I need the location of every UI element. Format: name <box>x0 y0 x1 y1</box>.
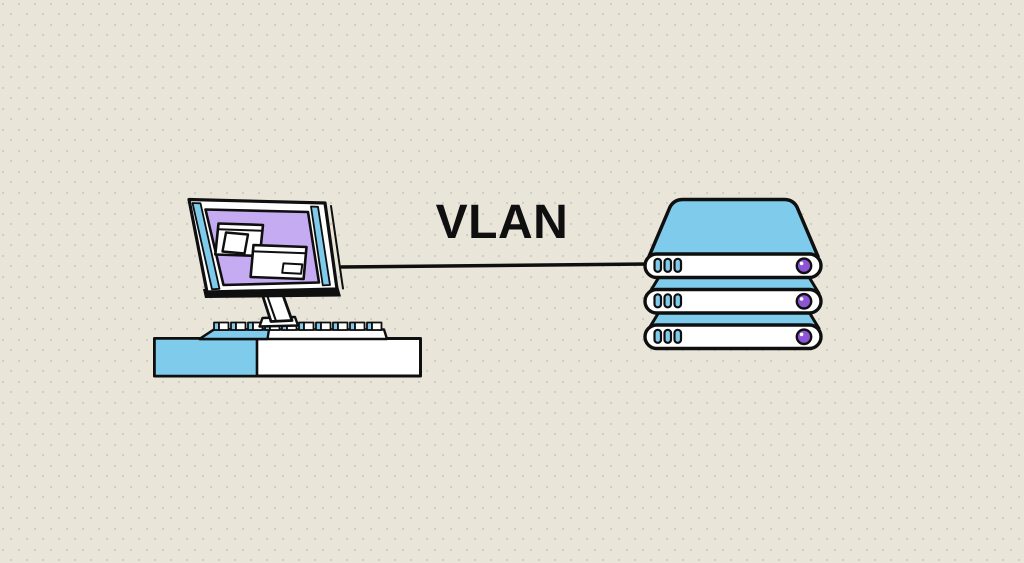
server-unit <box>643 287 823 315</box>
drive-slot <box>653 328 663 344</box>
drive-slot <box>653 257 663 273</box>
status-led <box>795 328 813 346</box>
app-window-2-panel <box>281 262 304 275</box>
status-led-highlight <box>799 297 804 301</box>
drive-slot <box>673 328 683 344</box>
app-window-2-titlebar <box>251 250 307 255</box>
keyboard-key <box>230 321 247 331</box>
server-stack-illustration <box>643 197 823 351</box>
connection-line <box>339 262 653 269</box>
server-unit <box>643 323 823 351</box>
drive-slot <box>663 328 673 344</box>
drive-slot <box>663 293 673 309</box>
keyboard-keys <box>213 321 383 331</box>
drive-slot <box>663 257 673 273</box>
server-unit <box>643 252 823 280</box>
app-window-1 <box>214 222 265 258</box>
monitor-side-edge <box>330 205 344 290</box>
status-led-highlight <box>799 261 804 266</box>
drive-slot <box>673 293 683 309</box>
app-window-1-panel <box>221 231 250 255</box>
status-led-highlight <box>799 332 804 337</box>
keyboard-key <box>213 321 230 331</box>
app-window-2 <box>249 243 308 281</box>
keyboard-body-accent <box>198 328 271 341</box>
server-top <box>647 197 820 259</box>
vlan-label: VLAN <box>436 196 569 249</box>
keyboard-key <box>298 321 315 331</box>
keyboard-key <box>315 321 332 331</box>
keyboard-key <box>366 321 383 331</box>
app-window-1-titlebar <box>217 228 264 232</box>
monitor-frame-accent-right <box>310 205 331 287</box>
drive-slot <box>653 293 663 309</box>
status-led <box>795 257 813 275</box>
monitor-frame-accent-left <box>191 202 221 291</box>
keyboard-key <box>349 321 366 331</box>
workstation-illustration <box>153 197 422 378</box>
keyboard-key <box>332 321 349 331</box>
desk-base-accent <box>153 337 259 378</box>
drive-slot <box>673 257 683 273</box>
status-led <box>795 292 813 310</box>
